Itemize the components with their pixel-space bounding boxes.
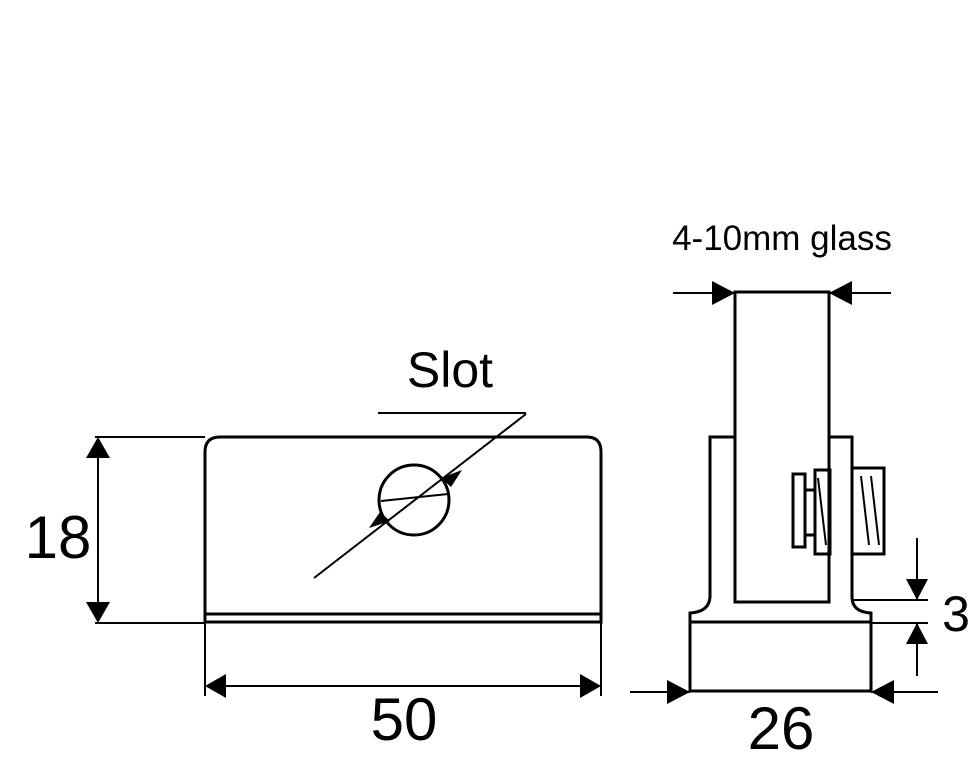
height-arrow-bottom: [86, 602, 110, 623]
slot-leader-line: [313, 413, 527, 579]
width-arrow-right: [580, 674, 601, 698]
step-label: 3: [942, 586, 970, 642]
height-arrow-top: [86, 437, 110, 458]
side-view: 4-10mm glass 3 26: [630, 219, 970, 762]
set-screw: [791, 466, 886, 556]
clamp-body: [688, 435, 873, 624]
front-view-body: [203, 435, 603, 624]
step-arrow-bottom: [906, 623, 928, 644]
depth-arrow-right: [871, 680, 894, 704]
width-arrow-left: [205, 674, 226, 698]
depth-label: 26: [748, 695, 815, 762]
glass-arrow-right: [829, 281, 852, 305]
slot-hole: [377, 463, 451, 537]
depth-arrow-left: [667, 680, 690, 704]
glass-arrow-left: [712, 281, 735, 305]
slot-label: Slot: [407, 342, 493, 398]
front-view: Slot 18 50: [25, 342, 603, 753]
slot-arrow-lower: [369, 512, 390, 528]
glass-label: 4-10mm glass: [672, 219, 892, 258]
slot-line: [380, 493, 449, 502]
slot-arrow-upper: [441, 470, 462, 487]
width-label: 50: [371, 686, 438, 753]
step-arrow-top: [906, 579, 928, 600]
clamp-base: [688, 620, 873, 693]
height-label: 18: [25, 504, 92, 571]
